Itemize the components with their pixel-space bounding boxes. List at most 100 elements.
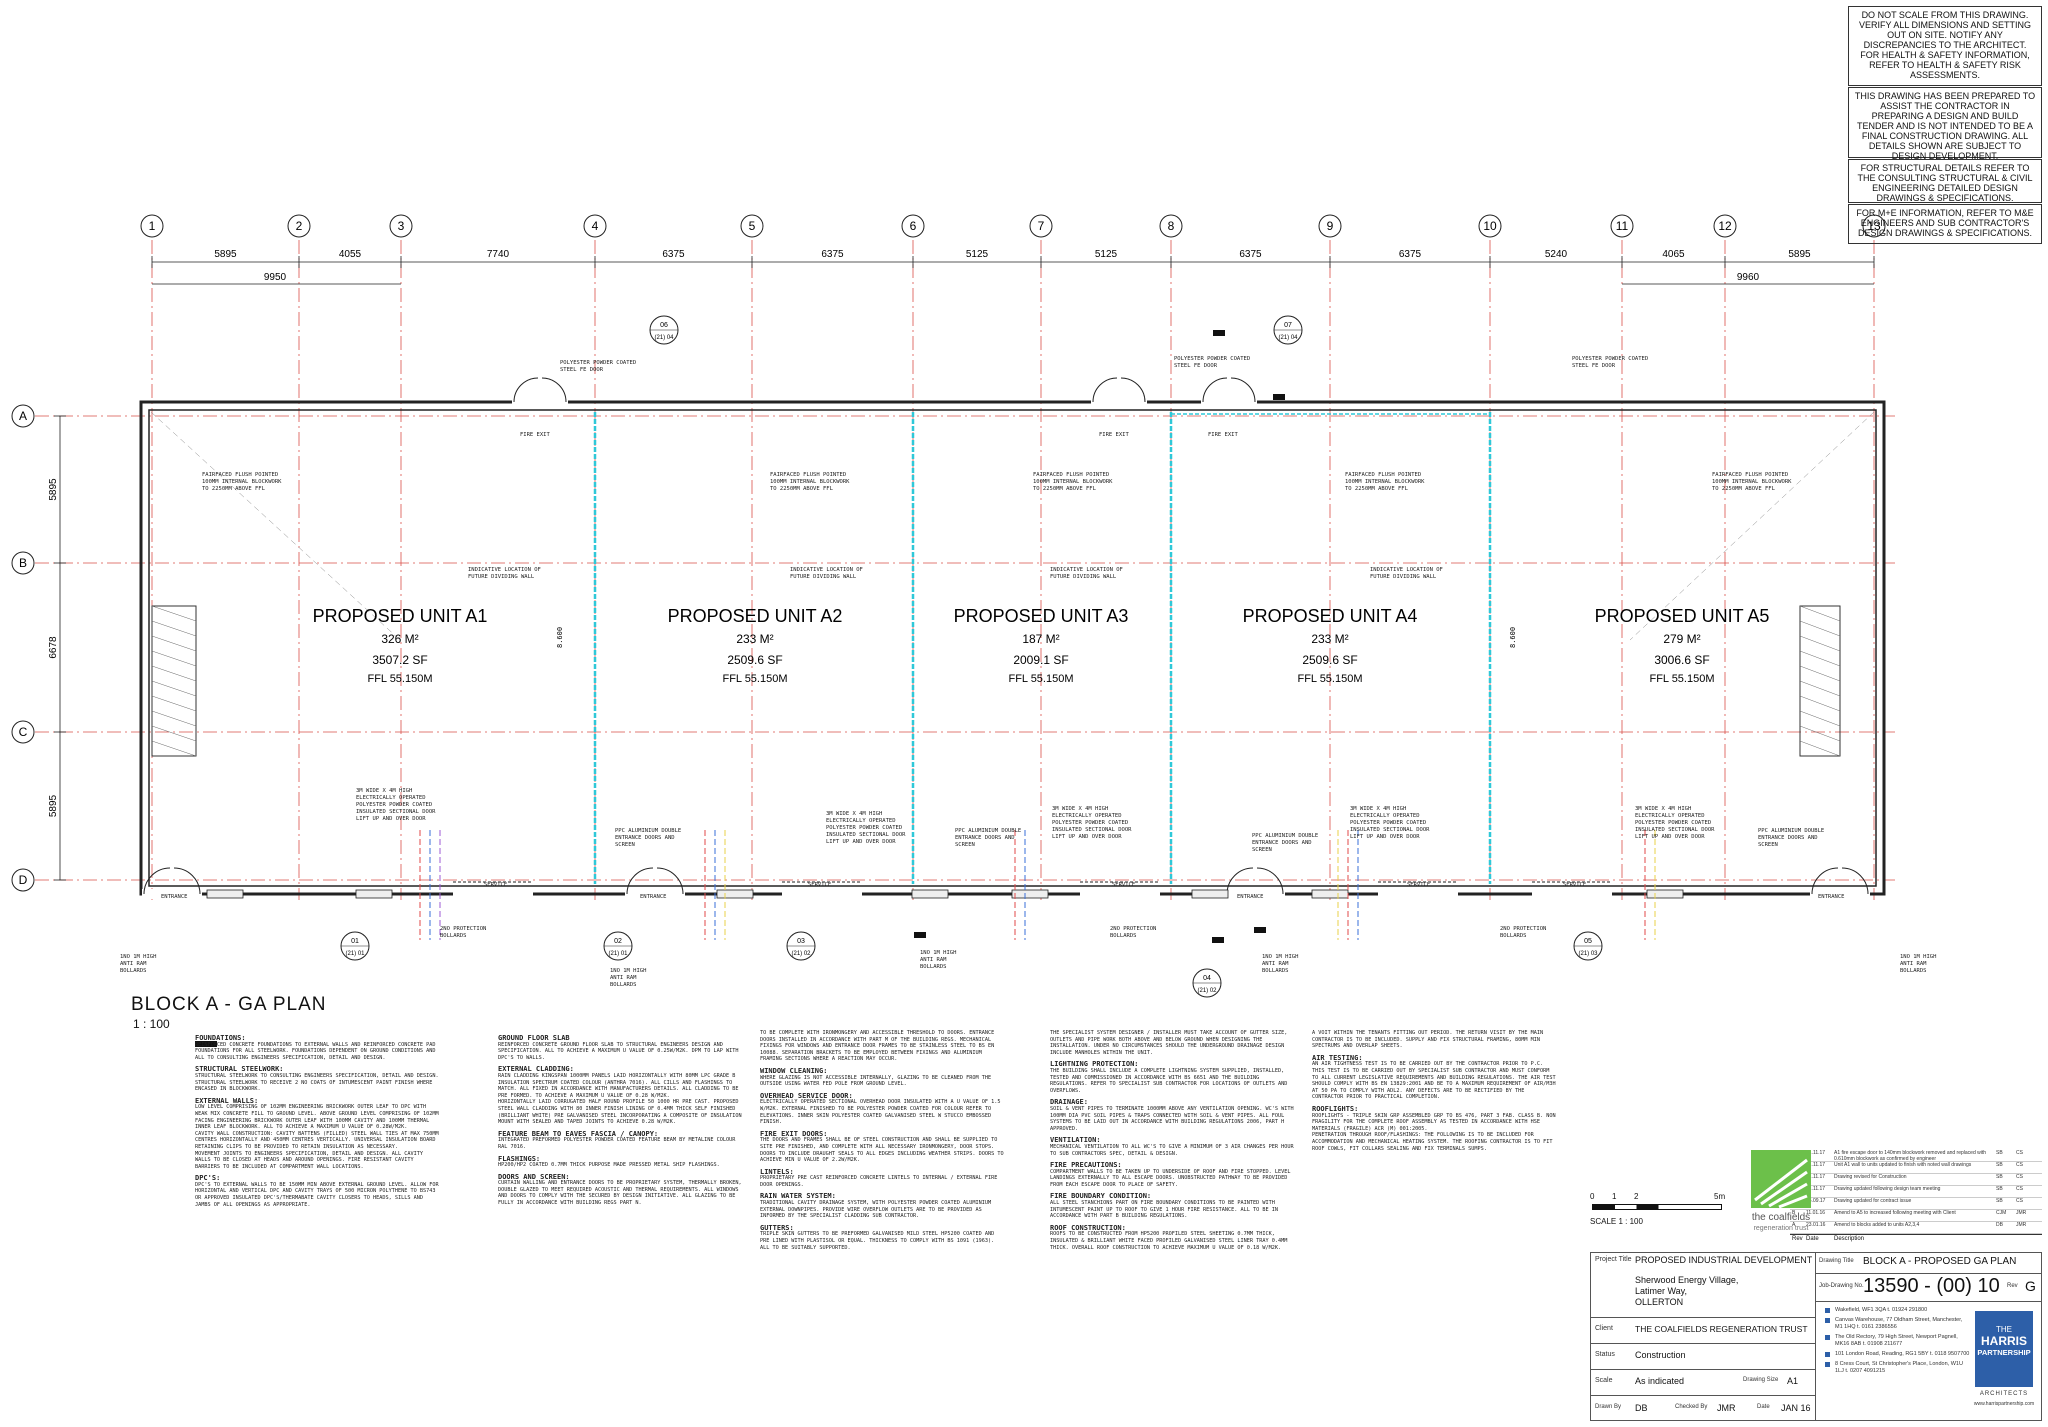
office-bullet-icon xyxy=(1825,1308,1830,1313)
unit-ffl-5: FFL 55.150M xyxy=(1649,673,1714,685)
grid-bubble-10 xyxy=(1478,214,1502,238)
unit-area-1: 326 M² xyxy=(381,632,418,646)
spec-heading: GUTTERS: xyxy=(760,1223,794,1232)
tb-date: JAN 16 xyxy=(1781,1403,1811,1413)
unit-name-5: PROPOSED UNIT A5 xyxy=(1595,606,1770,626)
window-3 xyxy=(716,889,754,899)
dim-side-1: 5895 xyxy=(48,478,59,501)
client-logo: the coalfields regeneration trust xyxy=(1735,1150,1825,1250)
entrance-opening-1 xyxy=(142,889,202,899)
spec-heading: EXTERNAL WALLS: xyxy=(195,1096,259,1105)
tb-right: Drawing Title BLOCK A - PROPOSED GA PLAN… xyxy=(1815,1253,2041,1420)
spec-heading: LINTELS: xyxy=(760,1167,794,1176)
section-marker-num-06: 06 xyxy=(660,322,668,329)
fire-exit-opening-2 xyxy=(1091,398,1147,408)
spec-heading: FIRE EXIT DOORS: xyxy=(760,1129,828,1138)
window-7 xyxy=(1311,889,1349,899)
tb-client: THE COALFIELDS REGENERATION TRUST xyxy=(1635,1324,1808,1334)
revision-by: SB xyxy=(1996,1162,2003,1168)
service-label-2: SERVICE xyxy=(808,882,831,888)
tb-rev-label: Rev xyxy=(2007,1283,2018,1289)
spec-text: TO BE COMPLETE WITH IRONMONGERY AND ACCE… xyxy=(760,1030,995,1063)
spec-text: COMPARTMENT WALLS TO BE TAKEN UP TO UNDE… xyxy=(1050,1168,1291,1188)
title-block: Project Title PROPOSED INDUSTRIAL DEVELO… xyxy=(1590,1252,2042,1421)
note-do-not-scale: DO NOT SCALE FROM THIS DRAWING. VERIFY A… xyxy=(1848,6,2042,86)
spec-heading: GROUND FLOOR SLAB xyxy=(498,1034,570,1042)
spec-text: STRUCTURAL STEELWORK TO CONSULTING ENGIN… xyxy=(195,1072,439,1093)
spec-heading: DOORS AND SCREEN: xyxy=(498,1172,570,1181)
tb-date-label: Date xyxy=(1757,1404,1770,1410)
revision-rev: B xyxy=(1792,1210,1796,1216)
spec-text: DPC'S TO EXTERNAL WALLS TO BE 150MM MIN … xyxy=(195,1181,439,1208)
section-marker-num-04: 04 xyxy=(1203,975,1211,982)
unit-ffl-3: FFL 55.150M xyxy=(1008,673,1073,685)
grid-bubble-label-6: 6 xyxy=(910,219,917,233)
entrance-door-swing-1 xyxy=(143,867,201,895)
grid-bubble-label-D: D xyxy=(19,873,28,887)
section-marker-ref-02: (21) 01 xyxy=(608,951,628,957)
harris-logo-harris: HARRIS xyxy=(1980,1334,2027,1348)
scale-bar-graphic xyxy=(1592,1204,1722,1210)
spec-heading: FIRE PRECAUTIONS: xyxy=(1050,1161,1122,1170)
section-key-swatch xyxy=(195,1041,217,1047)
service-door-opening-3 xyxy=(1080,889,1160,899)
spec-text: ROOFLIGHTS - TRIPLE SKIN GRP ASSEMBLED G… xyxy=(1312,1112,1556,1132)
panel-hatch-a5-4 xyxy=(1799,650,1841,667)
service-door-opening-2 xyxy=(782,889,862,899)
section-marker-ref-01: (21) 01 xyxy=(345,951,365,957)
grid-bubble-label-7: 7 xyxy=(1038,219,1045,233)
scale-bar: 0 1 2 5m SCALE 1 : 100 xyxy=(1590,1192,1725,1232)
spec-heading: FEATURE BEAM TO EAVES FASCIA / CANOPY: xyxy=(498,1129,659,1138)
revision-by: SB xyxy=(1996,1174,2003,1180)
spec-column-1: FOUNDATIONS:REINFORCED CONCRETE FOUNDATI… xyxy=(195,1030,440,1208)
grid-bubble-label-B: B xyxy=(19,556,27,570)
spec-column-4: THE SPECIALIST SYSTEM DESIGNER / INSTALL… xyxy=(1050,1030,1295,1251)
harris-logo-partnership: PARTNERSHIP xyxy=(1977,1348,2031,1357)
spec-text: CAVITY WALL CONSTRUCTION: CAVITY BATTENS… xyxy=(195,1130,439,1150)
tb-title-label: Drawing Title xyxy=(1819,1258,1854,1264)
revision-date: 11.01.16 xyxy=(1806,1210,1826,1216)
fire-exit-opening-3 xyxy=(1201,398,1257,408)
revision-desc: Drawing updated following design team me… xyxy=(1834,1186,1941,1192)
dim-top-3: 7740 xyxy=(487,249,510,260)
panel-hatch-a1-1 xyxy=(151,605,197,622)
panel-hatch-a1-10 xyxy=(151,740,197,757)
spec-heading: ROOFLIGHTS: xyxy=(1312,1104,1359,1113)
unit-sf-4: 2509.6 SF xyxy=(1302,653,1357,667)
spec-text: WHERE GLAZING IS NOT ACCESSIBLE INTERNAL… xyxy=(760,1074,992,1088)
harris-logo-web: www.harrispartnership.com xyxy=(1973,1401,2035,1407)
entrance-opening-2 xyxy=(625,889,685,899)
entrance-opening-4 xyxy=(1810,889,1870,899)
spec-column-3: TO BE COMPLETE WITH IRONMONGERY AND ACCE… xyxy=(760,1030,1005,1251)
tb-scale: As indicated xyxy=(1635,1376,1685,1386)
client-logo-name: the coalfields xyxy=(1751,1212,1811,1223)
spec-text: RAIN CLADDING KINGSPAN 1000MM PANELS LAI… xyxy=(498,1072,739,1099)
spec-text: REINFORCED CONCRETE FOUNDATIONS TO EXTER… xyxy=(195,1041,436,1061)
spec-text: TRADITIONAL CAVITY DRAINAGE SYSTEM, WITH… xyxy=(760,1200,992,1220)
tb-drawn: DB xyxy=(1635,1403,1648,1413)
dim-top-2: 4055 xyxy=(339,249,362,260)
spec-column-5: A VOIT WITHIN THE TENANTS FITTING OUT PE… xyxy=(1312,1030,1557,1152)
dim-overall-right: 9960 xyxy=(1737,272,1760,283)
spec-text: THE BUILDING SHALL INCLUDE A COMPLETE LI… xyxy=(1050,1067,1288,1094)
dim-top-8: 6375 xyxy=(1239,249,1262,260)
dim-overall-left: 9950 xyxy=(264,272,287,283)
grid-bubble-label-A: A xyxy=(19,409,27,423)
office-address: 8 Cress Court, St Christopher's Place, L… xyxy=(1825,1361,1970,1375)
note-mande: FOR M+E INFORMATION, REFER TO M&E ENGINE… xyxy=(1848,204,2042,244)
